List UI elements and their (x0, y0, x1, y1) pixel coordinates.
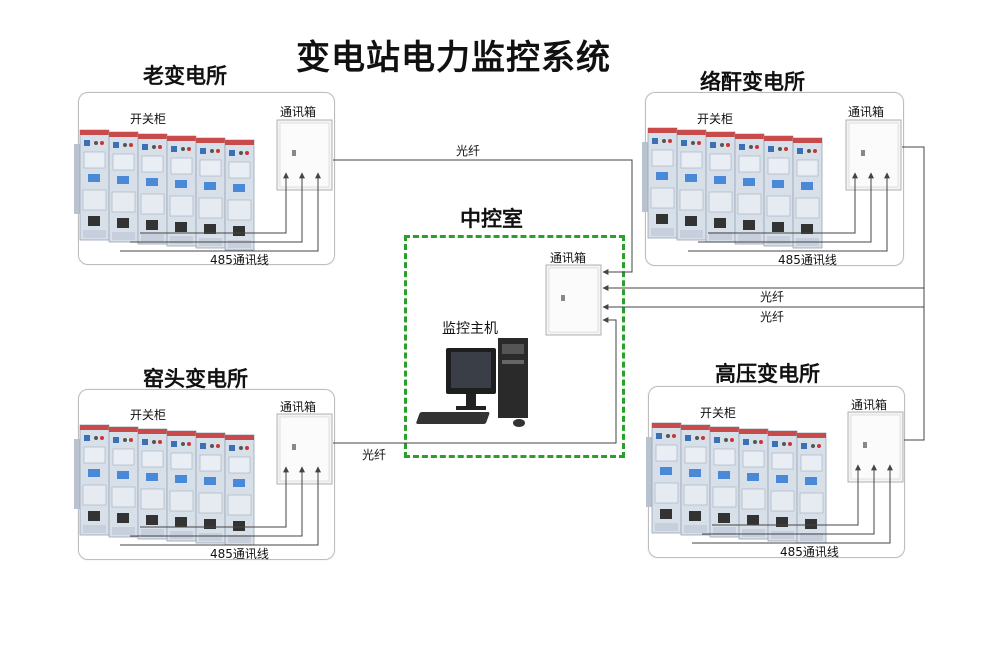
fiber-links (333, 146, 925, 444)
cabinet-label-gao: 开关柜 (700, 406, 737, 420)
comm-box-luo (845, 119, 902, 191)
bus-485-yao (120, 466, 321, 546)
fiber-label-right-1: 光纤 (760, 290, 785, 304)
comm-box-gao (847, 411, 904, 483)
fiber-label-left: 光纤 (362, 448, 387, 462)
station-name-gao: 高压变电所 (715, 361, 820, 386)
comm-box-label-gao: 通讯箱 (851, 398, 888, 412)
switchgear-lao (74, 130, 254, 250)
bus-label-gao: 485通讯线 (780, 545, 839, 559)
comm-box-label-yao: 通讯箱 (280, 400, 317, 414)
station-name-luo: 络酐变电所 (700, 69, 805, 94)
cabinet-label-yao: 开关柜 (130, 408, 167, 422)
bus-485-lao (120, 172, 321, 252)
control-room-name: 中控室 (460, 206, 523, 231)
monitoring-host-computer (416, 338, 528, 427)
comm-box-label-lao: 通讯箱 (280, 105, 317, 119)
host-label: 监控主机 (442, 321, 498, 337)
cabinet-label-luo: 开关柜 (697, 112, 734, 126)
comm-box-label-luo: 通讯箱 (848, 105, 885, 119)
diagram-title: 变电站电力监控系统 (296, 38, 611, 78)
comm-box-control (545, 264, 602, 336)
comm-box-label-control: 通讯箱 (550, 251, 587, 265)
comm-box-lao (276, 119, 333, 191)
bus-label-luo: 485通讯线 (778, 253, 837, 267)
control-room-frame (404, 235, 625, 458)
bus-485-luo (688, 172, 890, 252)
comm-box-yao (276, 413, 333, 485)
switchgear-luo (642, 128, 822, 248)
station-name-yao: 窑头变电所 (143, 366, 248, 391)
bus-485-gao (692, 464, 893, 544)
fiber-label-right-2: 光纤 (760, 310, 785, 324)
fiber-label-top: 光纤 (456, 144, 481, 158)
bus-label-lao: 485通讯线 (210, 253, 269, 267)
cabinet-label-lao: 开关柜 (130, 112, 167, 126)
bus-label-yao: 485通讯线 (210, 547, 269, 561)
station-name-lao: 老变电所 (143, 63, 227, 88)
